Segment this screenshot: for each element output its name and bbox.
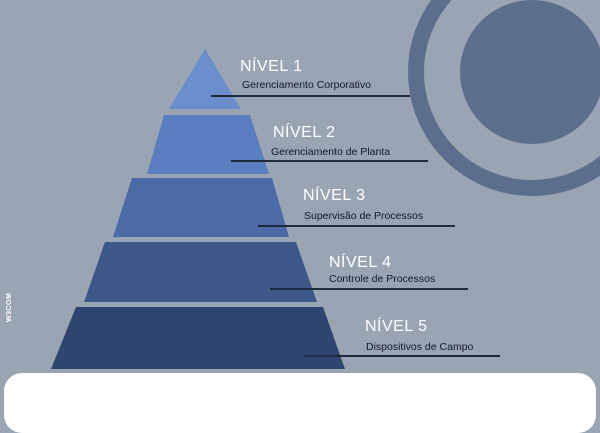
level-2-connector bbox=[231, 160, 428, 162]
level-5-description: Dispositivos de Campo bbox=[366, 341, 474, 353]
level-4-title: NÍVEL 4 bbox=[329, 254, 392, 271]
level-4-description: Controle de Processos bbox=[329, 273, 436, 285]
level-1-description: Gerenciamento Corporativo bbox=[242, 79, 371, 91]
decor-layer bbox=[51, 0, 600, 369]
brand-logo: W3COM bbox=[6, 293, 13, 322]
level-1-connector bbox=[211, 95, 410, 97]
level-2-title: NÍVEL 2 bbox=[273, 124, 336, 141]
pyramid-level-4 bbox=[84, 242, 317, 302]
level-3-connector bbox=[258, 225, 455, 227]
diagram-canvas: NÍVEL 1 Gerenciamento Corporativo NÍVEL … bbox=[4, 0, 600, 433]
pyramid-level-3 bbox=[113, 178, 289, 237]
level-4-connector bbox=[270, 288, 468, 290]
brand-logo-text: W3COM bbox=[6, 292, 13, 322]
pyramid-level-5 bbox=[51, 307, 345, 369]
pyramid-level-2 bbox=[147, 115, 269, 174]
level-1-title: NÍVEL 1 bbox=[240, 58, 303, 75]
level-3-description: Supervisão de Processos bbox=[304, 210, 424, 222]
bottom-card bbox=[4, 373, 596, 433]
level-2-description: Gerenciamento de Planta bbox=[271, 146, 391, 158]
decor-ring bbox=[408, 0, 600, 196]
level-5-title: NÍVEL 5 bbox=[365, 318, 428, 335]
pyramid-level-1 bbox=[169, 49, 241, 109]
level-3-title: NÍVEL 3 bbox=[303, 187, 366, 204]
level-5-connector bbox=[304, 355, 500, 357]
decor-circle bbox=[460, 0, 600, 144]
